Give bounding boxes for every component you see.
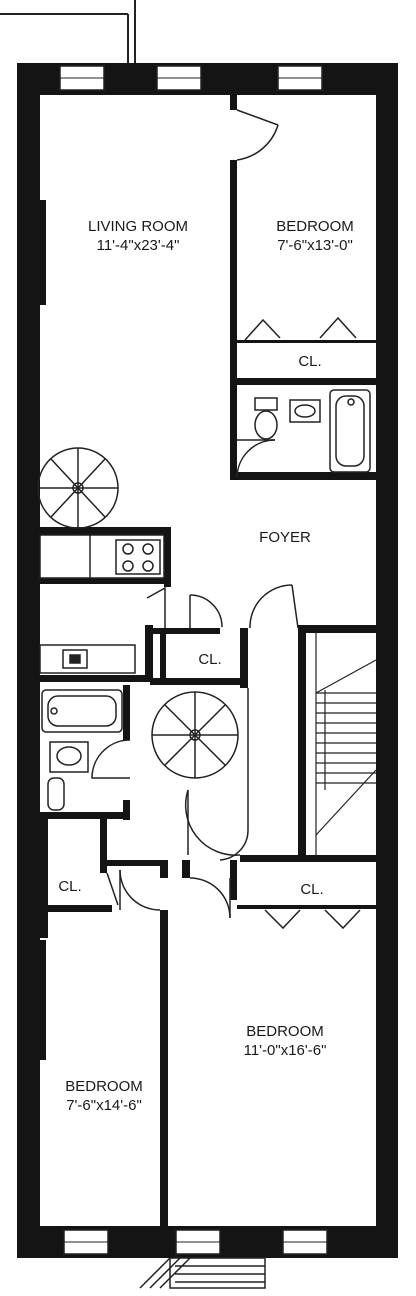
upper-bedroom-dimensions: 7'-6"x13'-0" [277, 237, 353, 254]
foyer-label: FOYER [259, 529, 311, 546]
interior-walls [40, 95, 376, 1228]
door-swings [91, 109, 299, 919]
upper-bedroom-closet-label: CL. [298, 353, 322, 370]
upper-bedroom-label: BEDROOM 7'-6"x13'-0" [255, 217, 375, 255]
upper-bath-fixtures [254, 389, 371, 473]
lower-bath-fixtures [41, 689, 123, 811]
straight-stair [315, 633, 377, 855]
upper-spiral-stair [37, 447, 119, 529]
lower-right-bedroom-dimensions: 11'-0"x16'-6" [243, 1042, 327, 1059]
lower-right-bedroom-label: BEDROOM 11'-0"x16'-6" [215, 1022, 355, 1060]
foyer-closet-label: CL. [198, 651, 222, 668]
living-room-side-window [38, 200, 46, 305]
roof-access-lines [0, 0, 136, 66]
lower-left-bedroom-name: BEDROOM [65, 1078, 143, 1095]
exterior-walls [17, 63, 398, 1258]
living-room-label: LIVING ROOM 11'-4"x23'-4" [68, 217, 208, 255]
closet-bifold-doors [244, 316, 361, 930]
lower-left-bedroom-label: BEDROOM 7'-6"x14'-6" [48, 1077, 160, 1115]
living-room-dimensions: 11'-4"x23'-4" [96, 237, 180, 254]
lower-left-closet-label: CL. [58, 878, 82, 895]
lower-spiral-stair [151, 691, 239, 779]
sink-counter [39, 644, 136, 674]
lower-right-closet-label: CL. [300, 881, 324, 898]
front-stoop [139, 1257, 266, 1289]
upper-bedroom-name: BEDROOM [276, 218, 354, 235]
lower-left-bedroom-dimensions: 7'-6"x14'-6" [66, 1097, 142, 1114]
lower-right-bedroom-name: BEDROOM [246, 1023, 324, 1040]
kitchen-counter [39, 534, 165, 579]
lower-side-window [38, 940, 46, 1060]
living-room-name: LIVING ROOM [87, 218, 188, 235]
